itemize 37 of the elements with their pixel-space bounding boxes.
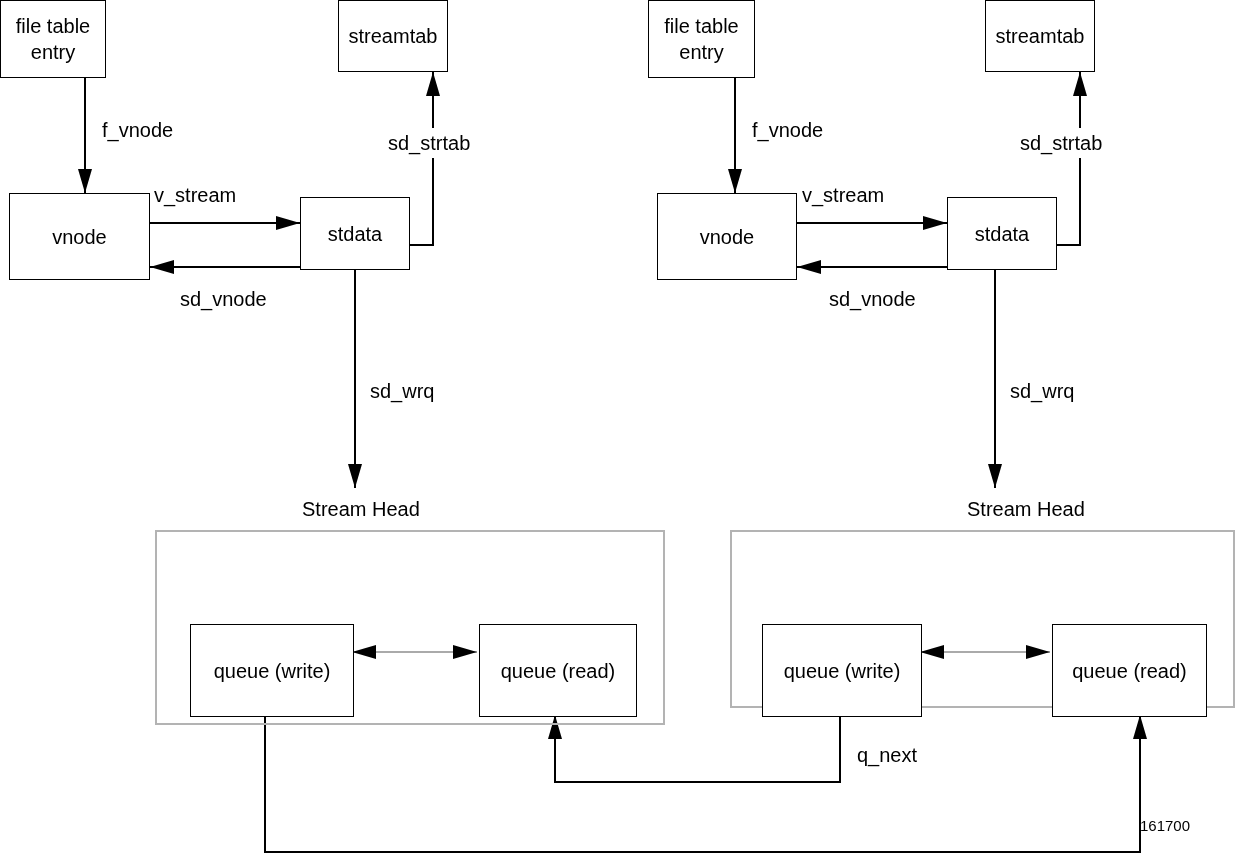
process-box <box>300 197 410 270</box>
box-label: vnode <box>51 224 108 250</box>
group-heading: Stream Head <box>302 497 420 522</box>
arrow <box>796 216 948 230</box>
process-box <box>338 0 448 72</box>
box-label: streamtab <box>347 24 439 49</box>
arrow <box>348 269 362 489</box>
box-label: streamtab <box>994 24 1086 49</box>
process-box <box>985 0 1095 72</box>
process-box <box>648 0 755 78</box>
box-label: vnode <box>698 224 756 250</box>
edge-label: sd_strtab <box>1018 128 1105 158</box>
box-label: queue (read) <box>1071 658 1188 684</box>
process-box <box>479 624 637 717</box>
process-box <box>9 193 150 280</box>
arrow <box>988 269 1002 489</box>
process-box <box>0 0 106 78</box>
box-label: stdata <box>326 221 384 247</box>
arrow <box>149 260 301 274</box>
process-box <box>657 193 797 280</box>
figure-number: 161700 <box>1140 816 1191 836</box>
arrow <box>728 77 742 194</box>
group-heading: Stream Head <box>967 497 1085 522</box>
box-label: file table entry <box>663 14 740 65</box>
arrow <box>149 216 301 230</box>
process-box <box>947 197 1057 270</box>
box-label: stdata <box>973 221 1031 247</box>
box-label: queue (write) <box>782 658 902 684</box>
process-box <box>190 624 354 717</box>
box-label: file table entry <box>14 14 92 65</box>
arrow <box>796 260 948 274</box>
arrow <box>78 77 92 194</box>
process-box <box>762 624 922 717</box>
process-box <box>1052 624 1207 717</box>
edge-label: sd_strtab <box>386 128 473 158</box>
box-label: queue (read) <box>499 658 617 684</box>
box-label: queue (write) <box>212 658 332 684</box>
